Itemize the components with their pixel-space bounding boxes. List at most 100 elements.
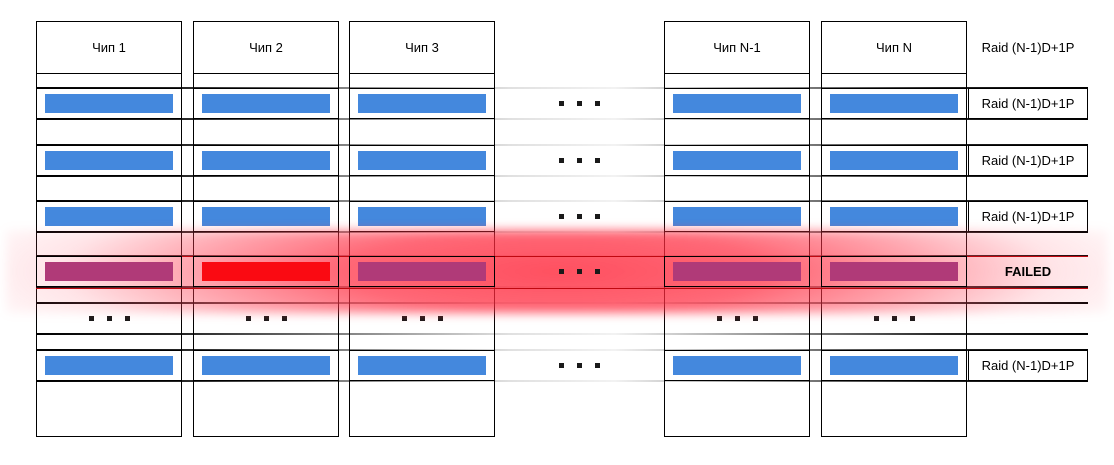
data-bar-chip-2-row-2: [202, 151, 330, 170]
dot: [595, 363, 600, 368]
dot: [752, 316, 758, 321]
dot: [577, 214, 582, 219]
dot: [245, 316, 251, 321]
chip-cell-chip-n-1-row-1: [664, 88, 810, 119]
chip-header-chip-2: Чип 2: [194, 22, 338, 74]
row-ellipsis-chip-n-1: [664, 303, 810, 334]
dot: [559, 363, 564, 368]
data-bar-chip-1-row-fail: [45, 262, 173, 281]
data-bar-chip-3-row-2: [358, 151, 486, 170]
row-separator-line: [36, 87, 1088, 89]
chip-label: Чип N-1: [713, 40, 761, 55]
chip-cell-chip-2-row-last: [193, 350, 339, 381]
dot: [437, 316, 443, 321]
dot: [281, 316, 287, 321]
chip-header-chip-1: Чип 1: [37, 22, 181, 74]
dot: [577, 269, 582, 274]
dot: [734, 316, 740, 321]
data-bar-chip-1-row-1: [45, 94, 173, 113]
chip-cell-chip-1-row-last: [36, 350, 182, 381]
data-bar-chip-n-1-row-last: [673, 356, 801, 375]
data-bar-chip-2-row-fail: [202, 262, 330, 281]
dot: [577, 363, 582, 368]
data-bar-chip-1-row-3: [45, 207, 173, 226]
dot: [577, 158, 582, 163]
dot: [106, 316, 112, 321]
data-bar-chip-n-row-last: [830, 356, 958, 375]
data-bar-chip-3-row-fail: [358, 262, 486, 281]
dot: [577, 101, 582, 106]
chip-cell-chip-2-row-2: [193, 145, 339, 176]
raid-label-row-3: Raid (N-1)D+1P: [968, 201, 1088, 232]
dot: [909, 316, 915, 321]
chip-cell-chip-n-row-2: [821, 145, 967, 176]
chip-label: Чип 3: [405, 40, 439, 55]
raid-label-row-1: Raid (N-1)D+1P: [968, 88, 1088, 119]
chip-cell-chip-2-row-1: [193, 88, 339, 119]
data-bar-chip-2-row-3: [202, 207, 330, 226]
chip-cell-chip-3-row-2: [349, 145, 495, 176]
dot: [559, 269, 564, 274]
dot: [124, 316, 130, 321]
data-bar-chip-n-1-row-3: [673, 207, 801, 226]
row-separator-line: [36, 175, 1088, 177]
chip-cell-chip-n-row-1: [821, 88, 967, 119]
dot: [559, 214, 564, 219]
row-separator-line: [36, 380, 1088, 382]
chip-header-chip-n-1: Чип N-1: [665, 22, 809, 74]
data-bar-chip-n-row-fail: [830, 262, 958, 281]
chip-label: Чип N: [876, 40, 912, 55]
chip-cell-chip-n-row-last: [821, 350, 967, 381]
chip-cell-chip-n-1-row-2: [664, 145, 810, 176]
data-bar-chip-n-row-3: [830, 207, 958, 226]
row-ellipsis-chip-1: [36, 303, 182, 334]
dot: [263, 316, 269, 321]
data-bar-chip-n-1-row-fail: [673, 262, 801, 281]
dot: [873, 316, 879, 321]
chip-label: Чип 2: [249, 40, 283, 55]
data-bar-chip-n-1-row-2: [673, 151, 801, 170]
chip-header-chip-3: Чип 3: [350, 22, 494, 74]
row-separator-line: [36, 349, 1088, 351]
data-bar-chip-n-row-1: [830, 94, 958, 113]
dot: [595, 269, 600, 274]
row-ellipsis-chip-3: [349, 303, 495, 334]
chip-cell-chip-1-row-2: [36, 145, 182, 176]
data-bar-chip-2-row-last: [202, 356, 330, 375]
gap-ellipsis-row-3: [495, 201, 664, 232]
gap-ellipsis-row-fail: [495, 256, 664, 287]
dot: [595, 214, 600, 219]
chip-cell-chip-n-1-row-last: [664, 350, 810, 381]
chip-cell-chip-3-row-1: [349, 88, 495, 119]
raid-label-row-2: Raid (N-1)D+1P: [968, 145, 1088, 176]
raid-label-row-last: Raid (N-1)D+1P: [968, 350, 1088, 381]
row-separator-line: [36, 118, 1088, 120]
dot: [88, 316, 94, 321]
row-separator-line: [36, 333, 1088, 335]
chip-cell-chip-3-row-last: [349, 350, 495, 381]
dot: [419, 316, 425, 321]
data-bar-chip-3-row-1: [358, 94, 486, 113]
row-ellipsis-chip-n: [821, 303, 967, 334]
row-separator-line: [36, 144, 1088, 146]
chip-label: Чип 1: [92, 40, 126, 55]
data-bar-chip-3-row-3: [358, 207, 486, 226]
chip-cell-chip-1-row-1: [36, 88, 182, 119]
gap-ellipsis-row-1: [495, 88, 664, 119]
row-ellipsis-chip-2: [193, 303, 339, 334]
dot: [559, 158, 564, 163]
raid-label-row-fail: FAILED: [1004, 264, 1052, 279]
data-bar-chip-n-row-2: [830, 151, 958, 170]
gap-ellipsis-row-last: [495, 350, 664, 381]
raid-label-header: Raid (N-1)D+1P: [981, 39, 1075, 55]
data-bar-chip-2-row-1: [202, 94, 330, 113]
data-bar-chip-1-row-last: [45, 356, 173, 375]
data-bar-chip-3-row-last: [358, 356, 486, 375]
dot: [891, 316, 897, 321]
dot: [401, 316, 407, 321]
dot: [559, 101, 564, 106]
dot: [595, 101, 600, 106]
row-separator-line: [36, 200, 1088, 202]
dot: [716, 316, 722, 321]
